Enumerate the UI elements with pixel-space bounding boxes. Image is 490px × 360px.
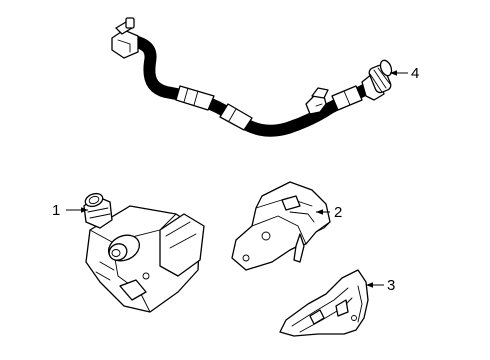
mounting-bracket (231, 181, 331, 271)
hose-assembly (111, 17, 393, 137)
support-bracket (279, 269, 369, 337)
callout-1-label: 1 (52, 202, 60, 219)
callout-4-label: 4 (411, 65, 419, 82)
pump-unit (83, 192, 205, 313)
callout-2-label: 2 (334, 204, 342, 221)
callout-3-label: 3 (387, 277, 395, 294)
